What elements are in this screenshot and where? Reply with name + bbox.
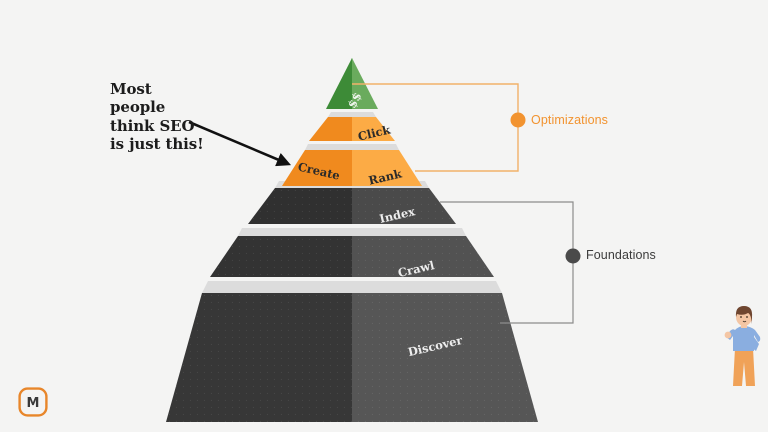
brand-logo[interactable]: M <box>18 387 48 417</box>
connector-foundations <box>440 201 581 324</box>
callout-line-3: think SEO <box>110 116 195 135</box>
character-illustration <box>724 306 761 386</box>
callout-text: Most people think SEO is just this! <box>110 80 240 153</box>
pyramid-tier-discover[interactable]: Discover <box>166 281 538 422</box>
callout-line-2: people <box>110 98 166 117</box>
pyramid-tier-rank[interactable]: Rank Create <box>282 144 422 188</box>
pyramid-tier-click[interactable]: Click <box>309 112 395 144</box>
group-label-optimizations[interactable]: Optimizations <box>531 113 609 127</box>
callout-line-1: Most <box>110 80 152 98</box>
pyramid-tier-apex[interactable]: $$ <box>326 58 378 110</box>
tier-label-apex: $$ <box>345 90 365 111</box>
optimizations-dot <box>510 112 526 128</box>
foundations-dot <box>565 248 581 264</box>
callout-line-4: is just this! <box>110 134 204 153</box>
group-label-foundations[interactable]: Foundations <box>586 248 656 262</box>
pyramid-tier-crawl[interactable]: Crawl <box>210 228 494 280</box>
brand-logo-letter: M <box>27 396 40 411</box>
connector-optimizations <box>352 83 526 172</box>
